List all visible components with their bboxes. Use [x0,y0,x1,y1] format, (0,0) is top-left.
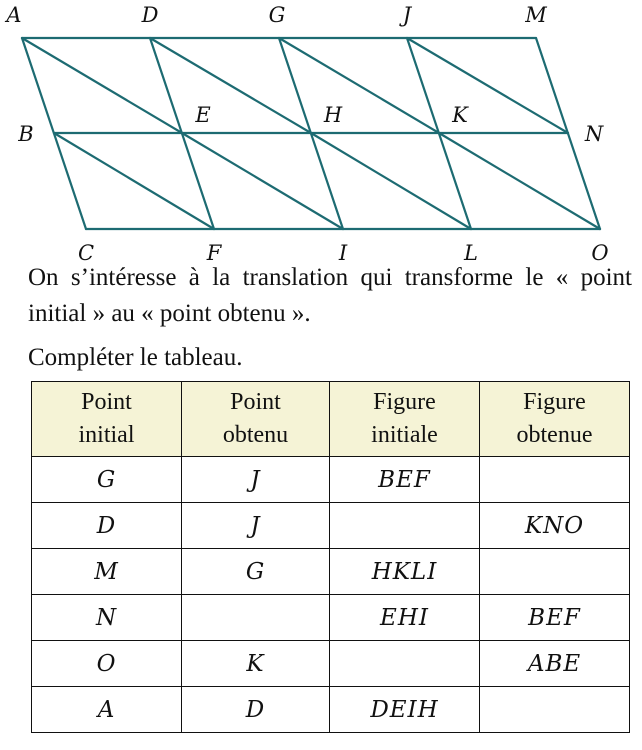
point-label-m: M [524,3,547,27]
table-header-row: Point initial Point obtenu Figure initia… [31,381,630,457]
grid-segment [309,131,473,231]
header-point-initial: Point initial [31,381,182,457]
point-label-n: N [584,122,604,146]
header-line: Point [81,389,132,415]
cell-point-obtenu[interactable]: D [181,686,330,733]
cell-point-obtenu[interactable]: G [181,548,330,595]
problem-statement: On s’intéresse à la translation qui tran… [28,264,632,327]
point-labels: A D G J M B E H K N C F I L O [4,3,608,265]
cell-figure-obtenue[interactable]: BEF [479,594,630,641]
point-label-a: A [4,3,21,27]
grid-segment [405,36,570,135]
grid-segment [20,36,184,135]
cell-figure-obtenue[interactable] [479,548,630,595]
cell-point-obtenu[interactable] [181,594,330,641]
table-row: A D DEIH [31,686,630,733]
grid-segment [277,36,441,135]
cell-point-initial: A [31,686,182,733]
cell-point-obtenu[interactable]: K [181,640,330,687]
grid-segment [180,131,345,231]
point-label-d: D [141,3,159,27]
point-label-l: L [463,241,478,265]
header-line: obtenu [222,422,289,448]
point-label-g: G [269,3,286,27]
point-label-c: C [78,241,94,265]
table-row: N EHI BEF [31,594,630,641]
header-line: initiale [371,422,438,448]
cell-figure-initiale[interactable]: BEF [329,456,480,503]
grid-segment [52,131,216,231]
cell-figure-initiale[interactable]: DEIH [329,686,480,733]
header-figure-obtenue: Figure obtenue [479,381,630,457]
grid-segment [437,131,602,231]
cell-figure-obtenue[interactable] [479,686,630,733]
point-label-f: F [206,241,223,265]
cell-point-initial: D [31,502,182,549]
header-point-obtenu: Point obtenu [181,381,330,457]
header-line: Figure [373,389,436,415]
cell-figure-initiale[interactable]: EHI [329,594,480,641]
translation-table: Point initial Point obtenu Figure initia… [31,381,630,733]
cell-point-initial: O [31,640,182,687]
grid-segment [148,36,313,135]
point-label-k: K [451,103,469,127]
point-label-i: I [338,241,348,265]
table-row: G J BEF [31,456,630,503]
point-label-h: H [323,103,343,127]
cell-figure-initiale[interactable] [329,502,480,549]
table-row: M G HKLI [31,548,630,595]
parallelogram-grid-figure: A D G J M B E H K N C F I L O [4,3,608,265]
header-line: Point [230,389,281,415]
table-row: O K ABE [31,640,630,687]
cell-figure-initiale[interactable]: HKLI [329,548,480,595]
table-row: D J KNO [31,502,630,549]
cell-figure-obtenue[interactable]: ABE [479,640,630,687]
cell-figure-initiale[interactable] [329,640,480,687]
header-line: Figure [523,389,586,415]
instruction-text: Compléter le tableau. [28,344,243,371]
header-figure-initiale: Figure initiale [329,381,480,457]
cell-point-initial: G [31,456,182,503]
header-line: initial [78,422,135,448]
cell-point-obtenu[interactable]: J [181,502,330,549]
point-label-b: B [17,122,33,146]
grid-lines [20,36,602,231]
cell-point-obtenu[interactable]: J [181,456,330,503]
point-label-j: J [399,3,413,27]
cell-point-initial: N [31,594,182,641]
point-label-e: E [194,103,210,127]
cell-point-initial: M [31,548,182,595]
point-label-o: O [591,241,608,265]
cell-figure-obtenue[interactable]: KNO [479,502,630,549]
cell-figure-obtenue[interactable] [479,456,630,503]
header-line: obtenue [516,422,593,448]
